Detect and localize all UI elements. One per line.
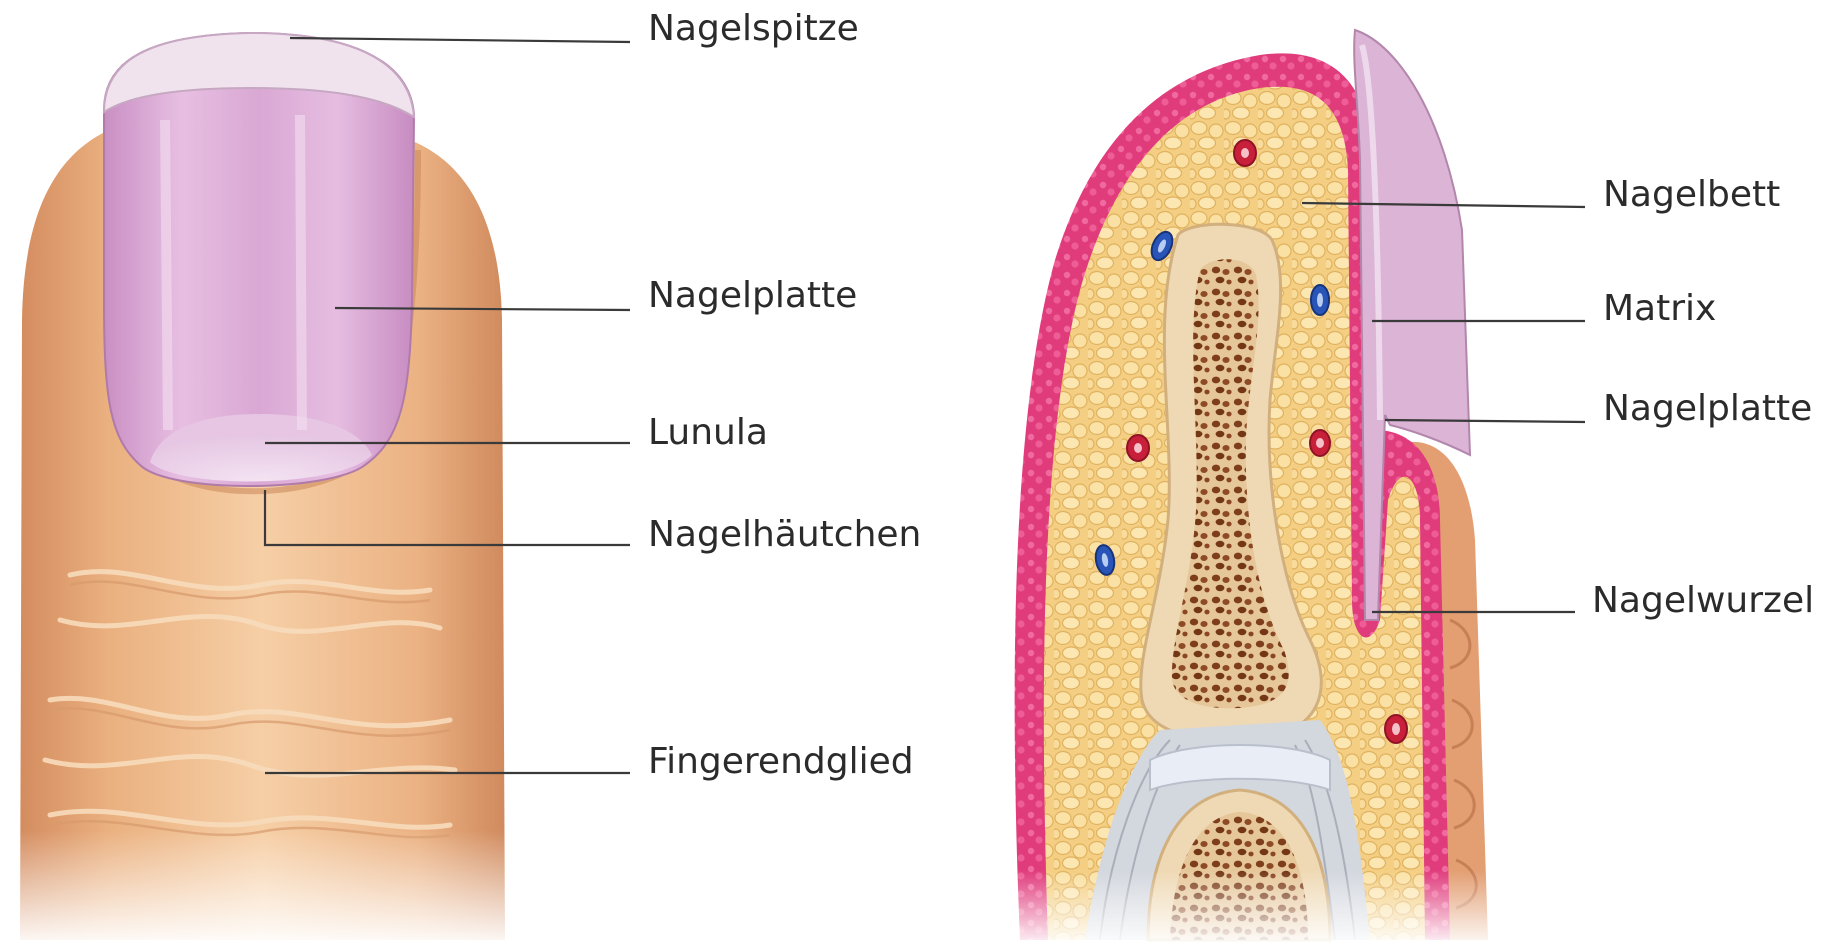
label-nagelhaeutchen: Nagelhäutchen [648,514,921,555]
label-nagelwurzel: Nagelwurzel [1592,580,1814,621]
label-nagelbett: Nagelbett [1603,174,1780,215]
left-labels: Nagelspitze Nagelplatte Lunula Nagelhäut… [648,8,921,782]
finger-cross-section-illustration [990,30,1510,949]
label-lunula: Lunula [648,412,768,453]
label-nagelplatte-right: Nagelplatte [1603,388,1812,429]
label-nagelplatte-left: Nagelplatte [648,275,857,316]
label-nagelspitze: Nagelspitze [648,8,859,49]
label-matrix: Matrix [1603,288,1716,329]
right-labels: Nagelbett Matrix Nagelplatte Nagelwurzel [1592,174,1814,621]
label-fingerendglied: Fingerendglied [648,741,914,782]
finger-top-view-illustration [0,33,540,949]
